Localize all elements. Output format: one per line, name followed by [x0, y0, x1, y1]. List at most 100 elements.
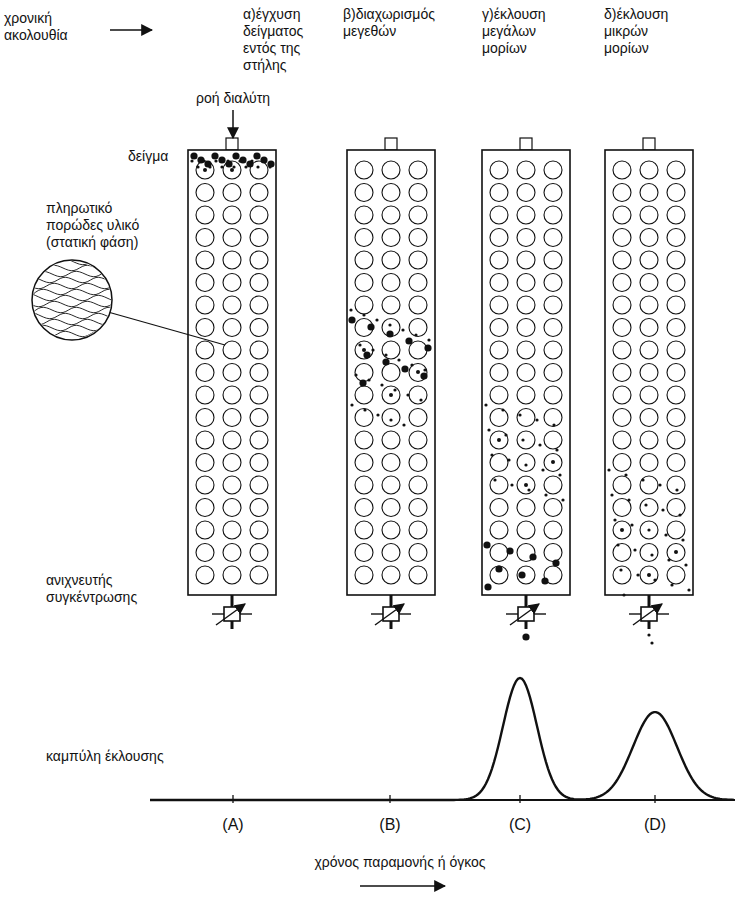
packing-bead: [490, 364, 508, 382]
packing-bead: [355, 206, 373, 224]
packing-bead: [223, 161, 241, 179]
packing-bead: [667, 521, 685, 539]
large-molecule: [260, 156, 267, 163]
packing-bead: [223, 341, 241, 359]
small-molecule: [535, 418, 538, 421]
large-molecule: [239, 156, 246, 163]
packing-bead: [250, 251, 268, 269]
packing-bead: [355, 386, 373, 404]
packing-bead: [667, 319, 685, 337]
packing-bead: [196, 319, 214, 337]
packing-bead: [355, 499, 373, 517]
pore-texture-stroke: [30, 325, 118, 333]
packing-bead: [667, 454, 685, 472]
packing-bead: [409, 319, 427, 337]
small-molecule: [653, 578, 656, 581]
packing-bead: [490, 386, 508, 404]
packing-bead: [517, 521, 535, 539]
pore-texture-stroke: [30, 257, 118, 267]
axis-label: χρόνος παραμονής ή όγκος: [275, 854, 525, 871]
large-molecule: [529, 553, 536, 560]
packing-bead: [640, 499, 658, 517]
packing-bead: [382, 296, 400, 314]
packing-bead: [490, 409, 508, 427]
packing-bead: [409, 184, 427, 202]
detector-lead: [534, 613, 546, 614]
magnifier: [30, 257, 225, 345]
axis-tick: [654, 795, 655, 803]
elution-curve: [150, 678, 735, 803]
small-molecule: [555, 448, 558, 451]
packing-bead: [544, 296, 562, 314]
pore-texture-stroke: [30, 275, 118, 285]
large-molecule: [522, 633, 529, 640]
packing-bead: [355, 454, 373, 472]
packing-bead: [223, 319, 241, 337]
packing-bead: [250, 364, 268, 382]
packing-bead: [490, 319, 508, 337]
packing-bead: [490, 454, 508, 472]
small-molecule: [561, 498, 564, 501]
step-label: δ)έκλουση μικρών μορίων: [604, 6, 692, 57]
large-molecule: [382, 358, 389, 365]
flow-arrow: [232, 110, 234, 138]
packing-bead: [250, 566, 268, 584]
pore-texture-stroke: [30, 263, 118, 271]
small-molecule: [687, 588, 690, 591]
packing-bead: [382, 341, 400, 359]
packing-bead: [382, 206, 400, 224]
pore-molecule: [203, 168, 207, 172]
packing-bead: [640, 521, 658, 539]
packing-bead: [409, 251, 427, 269]
tick-label: (A): [203, 816, 263, 833]
small-molecule: [624, 473, 627, 476]
packing-bead: [250, 454, 268, 472]
small-molecule: [644, 503, 647, 506]
packing-bead: [544, 229, 562, 247]
small-molecule: [384, 353, 387, 356]
packing-bead: [196, 229, 214, 247]
packing-bead: [355, 364, 373, 382]
small-molecule: [419, 398, 422, 401]
small-molecule: [375, 318, 378, 321]
small-molecule: [544, 493, 547, 496]
packing-bead: [667, 206, 685, 224]
packing-bead: [613, 431, 631, 449]
small-molecule: [354, 373, 357, 376]
packing-bead: [223, 364, 241, 382]
tick-label: (C): [490, 816, 550, 833]
packing-bead: [409, 274, 427, 292]
packing-bead: [640, 454, 658, 472]
packing-bead: [223, 409, 241, 427]
column-body: [605, 150, 693, 595]
large-molecule: [232, 152, 239, 159]
packing-bead: [196, 274, 214, 292]
packing-bead: [640, 296, 658, 314]
detector-lead: [371, 613, 383, 614]
packing-bead: [517, 364, 535, 382]
small-molecule: [262, 159, 265, 162]
small-molecule: [541, 468, 544, 471]
packing-bead: [382, 431, 400, 449]
detector-lead: [212, 613, 224, 614]
column: [188, 138, 276, 629]
small-molecule: [406, 393, 409, 396]
packing-bead: [355, 409, 373, 427]
small-molecule: [397, 358, 400, 361]
packing-bead: [382, 229, 400, 247]
pore-molecule: [230, 168, 234, 172]
packing-bead: [490, 251, 508, 269]
packing-bead: [667, 409, 685, 427]
small-molecule: [527, 488, 530, 491]
small-molecule: [232, 165, 235, 168]
packing-bead: [613, 296, 631, 314]
detector-lead: [629, 613, 641, 614]
pore-texture-stroke: [30, 293, 118, 303]
small-molecule: [684, 563, 687, 566]
packing-bead: [409, 499, 427, 517]
small-molecule: [256, 165, 259, 168]
packing-bead: [517, 161, 535, 179]
packing-bead: [223, 184, 241, 202]
packing-bead: [409, 364, 427, 382]
packing-bead: [544, 206, 562, 224]
